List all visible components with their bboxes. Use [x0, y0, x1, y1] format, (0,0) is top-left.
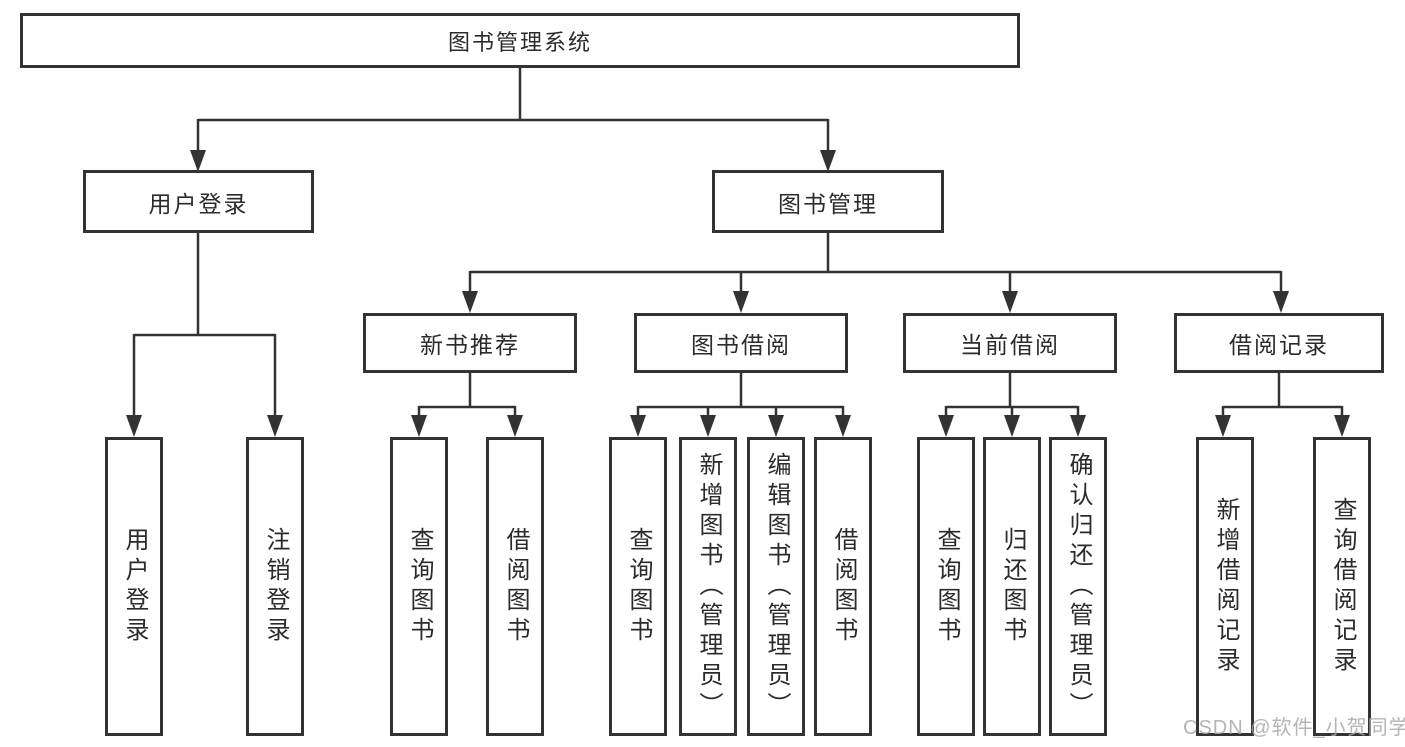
arrow-down-icon: [630, 415, 646, 437]
leaf-add-book-admin: 新增图书（管理员）: [679, 437, 737, 736]
node-label: 用户登录: [121, 526, 148, 647]
leaf-query-books-3: 查询图书: [917, 437, 975, 736]
arrow-down-icon: [835, 415, 851, 437]
arrow-down-icon: [462, 291, 478, 313]
arrow-down-icon: [267, 415, 283, 437]
arrow-down-icon: [733, 291, 749, 313]
arrow-down-icon: [768, 415, 784, 437]
node-user-login: 用户登录: [83, 170, 314, 233]
leaf-logout: 注销登录: [246, 437, 304, 736]
connector-book-borrow-to-leaves: [630, 373, 851, 437]
connector-borrow-records-to-leaves: [1215, 373, 1350, 437]
leaf-add-borrow-record: 新增借阅记录: [1196, 437, 1254, 736]
connector-root-to-level2: [190, 68, 836, 172]
arrow-down-icon: [190, 150, 206, 172]
leaf-edit-book-admin: 编辑图书（管理员）: [747, 437, 805, 736]
node-label: 归还图书: [999, 526, 1026, 647]
connector-user-login-to-leaves: [126, 233, 283, 437]
node-label: 注销登录: [262, 526, 289, 647]
node-label: 查询图书: [933, 526, 960, 647]
node-label: 图书借阅: [691, 332, 791, 358]
csdn-watermark: CSDN @软件_小贺同学: [1183, 717, 1405, 739]
arrow-down-icon: [820, 150, 836, 172]
node-book-management: 图书管理: [712, 170, 944, 233]
node-label: 借阅记录: [1229, 332, 1329, 358]
arrow-down-icon: [1215, 415, 1231, 437]
node-label: 用户登录: [148, 190, 249, 217]
node-label: 新增图书（管理员）: [695, 451, 722, 722]
arrow-down-icon: [700, 415, 716, 437]
arrow-down-icon: [1070, 415, 1086, 437]
node-label: 新书推荐: [420, 332, 520, 358]
node-label: 查询图书: [406, 526, 433, 647]
arrow-down-icon: [507, 415, 523, 437]
node-label: 图书管理系统: [447, 29, 592, 55]
arrow-down-icon: [1004, 415, 1020, 437]
node-new-book-recommend: 新书推荐: [363, 313, 577, 373]
node-label: 查询图书: [625, 526, 652, 647]
arrow-down-icon: [1334, 415, 1350, 437]
arrow-down-icon: [126, 415, 142, 437]
leaf-confirm-return-admin: 确认归还（管理员）: [1049, 437, 1107, 736]
connector-current-borrow-to-leaves: [938, 373, 1086, 437]
connector-book-mgmt-to-level3: [462, 233, 1289, 313]
node-label: 借阅图书: [502, 526, 529, 647]
node-borrow-records: 借阅记录: [1174, 313, 1384, 373]
connector-new-book-to-leaves: [411, 373, 523, 437]
node-label: 新增借阅记录: [1212, 496, 1239, 677]
leaf-borrow-books-1: 借阅图书: [486, 437, 544, 736]
node-label: 编辑图书（管理员）: [763, 451, 790, 722]
leaf-query-books-2: 查询图书: [609, 437, 667, 736]
node-current-borrow: 当前借阅: [903, 313, 1117, 373]
leaf-query-borrow-record: 查询借阅记录: [1313, 437, 1371, 736]
arrow-down-icon: [1002, 291, 1018, 313]
arrow-down-icon: [938, 415, 954, 437]
leaf-user-login: 用户登录: [105, 437, 163, 736]
node-label: 确认归还（管理员）: [1065, 451, 1092, 722]
node-book-borrow: 图书借阅: [634, 313, 848, 373]
node-label: 图书管理: [778, 190, 878, 217]
leaf-borrow-books-2: 借阅图书: [814, 437, 872, 736]
node-label: 当前借阅: [960, 332, 1060, 358]
leaf-query-books-1: 查询图书: [390, 437, 448, 736]
leaf-return-book: 归还图书: [983, 437, 1041, 736]
arrow-down-icon: [1273, 291, 1289, 313]
arrow-down-icon: [411, 415, 427, 437]
node-label: 查询借阅记录: [1329, 496, 1356, 677]
node-label: 借阅图书: [830, 526, 857, 647]
node-system-root: 图书管理系统: [20, 13, 1020, 68]
